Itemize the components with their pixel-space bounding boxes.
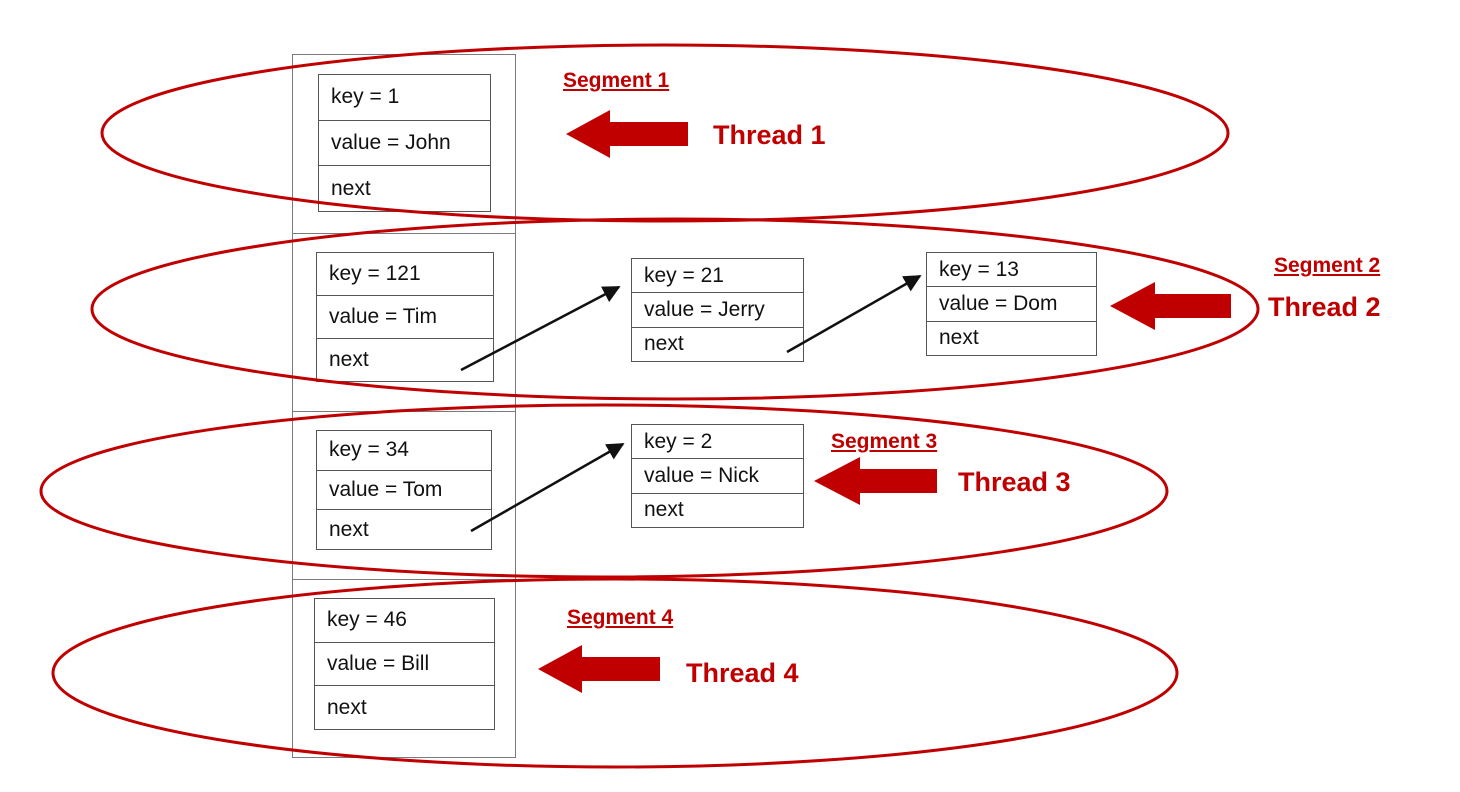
node-next: next xyxy=(317,509,491,549)
segment-1-label: Segment 1 xyxy=(563,69,670,92)
node-value: value = Dom xyxy=(927,286,1096,320)
node-next: next xyxy=(315,685,494,729)
thread-4-label: Thread 4 xyxy=(686,658,799,688)
segment-3-ellipse xyxy=(39,403,1169,579)
segment-1-ellipse xyxy=(100,43,1230,223)
node-key: key = 21 xyxy=(644,263,724,287)
thread-2-label: Thread 2 xyxy=(1268,292,1381,322)
node-value: value = Nick xyxy=(632,458,803,492)
node-key: key = 34 xyxy=(329,438,409,462)
segment-3-label: Segment 3 xyxy=(831,430,938,453)
thread-1-arrow xyxy=(566,110,688,158)
next-pointer-arrow xyxy=(460,285,621,372)
segment-2-label: Segment 2 xyxy=(1274,254,1381,277)
node-key: key = 13 xyxy=(939,257,1019,281)
node-value: value = Bill xyxy=(315,641,494,686)
node-segment-4-head: key = 46 value = Bill next xyxy=(314,598,495,730)
node-next: next xyxy=(319,165,490,211)
thread-1-label: Thread 1 xyxy=(713,120,826,150)
thread-2-arrow xyxy=(1110,282,1231,330)
node-next: next xyxy=(632,326,803,361)
node-next: next xyxy=(632,492,803,527)
node-value: value = Tim xyxy=(317,295,493,338)
next-pointer-arrow xyxy=(470,442,625,533)
node-key: key = 1 xyxy=(331,85,400,109)
node-segment-2-third: key = 13 value = Dom next xyxy=(926,252,1097,356)
node-segment-3-head: key = 34 value = Tom next xyxy=(316,430,492,550)
node-segment-2-head: key = 121 value = Tim next xyxy=(316,252,494,382)
node-value: value = Tom xyxy=(317,469,491,510)
thread-4-arrow xyxy=(538,645,660,693)
node-segment-2-second: key = 21 value = Jerry next xyxy=(631,258,804,362)
node-next: next xyxy=(317,338,493,381)
bucket-cell-2 xyxy=(293,233,515,411)
node-segment-1-head: key = 1 value = John next xyxy=(318,74,491,212)
thread-3-label: Thread 3 xyxy=(958,467,1071,497)
node-key: key = 121 xyxy=(329,262,421,285)
thread-3-arrow xyxy=(814,457,937,505)
segment-2-ellipse xyxy=(90,217,1260,401)
node-key: key = 46 xyxy=(327,608,407,632)
node-key: key = 2 xyxy=(644,429,713,453)
node-value: value = John xyxy=(319,119,490,166)
next-pointer-arrow xyxy=(786,274,922,354)
bucket-cell-4 xyxy=(293,579,515,759)
node-next: next xyxy=(927,320,1096,355)
segment-4-label: Segment 4 xyxy=(567,606,674,629)
node-segment-3-second: key = 2 value = Nick next xyxy=(631,424,804,528)
node-value: value = Jerry xyxy=(632,292,803,326)
segment-4-ellipse xyxy=(51,577,1179,769)
